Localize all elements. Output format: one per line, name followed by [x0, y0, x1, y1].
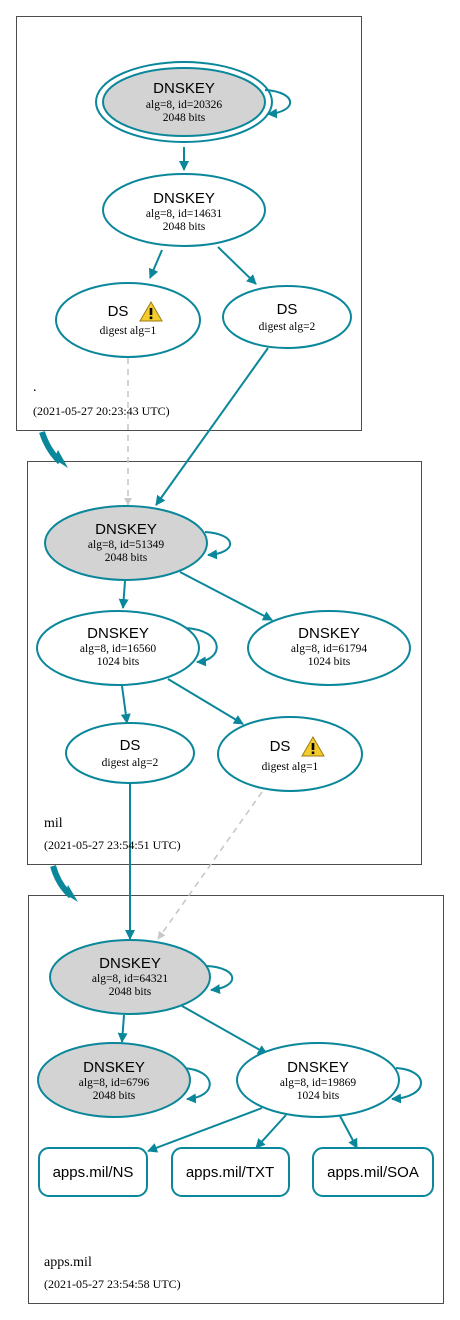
rrset-label: apps.mil/SOA [327, 1164, 419, 1181]
node-key-size: 1024 bits [308, 656, 351, 668]
node-digest: digest alg=1 [100, 325, 157, 337]
node-key-size: 2048 bits [105, 552, 148, 564]
dnskey-node-mil-zsk-16560[interactable]: DNSKEY alg=8, id=16560 1024 bits [36, 610, 200, 686]
rrset-node-txt[interactable]: apps.mil/TXT [171, 1147, 290, 1197]
zone-time-apps: (2021-05-27 23:54:58 UTC) [44, 1277, 181, 1291]
node-title: DNSKEY [87, 625, 149, 642]
dnskey-node-apps-ksk[interactable]: DNSKEY alg=8, id=64321 2048 bits [49, 939, 211, 1015]
dnskey-node-root-ksk[interactable]: DNSKEY alg=8, id=20326 2048 bits [95, 61, 273, 143]
delegation-arrowhead-mil-apps [65, 885, 78, 902]
node-key-info: alg=8, id=61794 [291, 643, 367, 655]
node-title: DNSKEY [287, 1059, 349, 1076]
edge-root-zsk-ds1 [148, 249, 163, 279]
node-title: DNSKEY [153, 190, 215, 207]
node-digest: digest alg=1 [262, 761, 319, 773]
edge-mil-ds1-apps-ksk [157, 791, 263, 940]
rrset-label: apps.mil/TXT [186, 1164, 274, 1181]
node-key-info: alg=8, id=19869 [280, 1077, 356, 1089]
ds-node-mil-alg2[interactable]: DS digest alg=2 [65, 722, 195, 784]
dnskey-node-root-zsk[interactable]: DNSKEY alg=8, id=14631 2048 bits [102, 173, 266, 247]
edge-mil-ksk-zsk1 [118, 580, 129, 609]
self-loop-mil-ksk [204, 531, 232, 560]
ds-node-mil-alg1[interactable]: DS digest alg=1 [217, 716, 363, 792]
zone-name-apps: apps.mil [44, 1255, 92, 1270]
edge-mil-zsk1-ds2 [120, 685, 131, 724]
node-key-info: alg=8, id=6796 [79, 1077, 150, 1089]
node-title: DNSKEY [298, 625, 360, 642]
rrset-node-soa[interactable]: apps.mil/SOA [312, 1147, 434, 1197]
node-digest: digest alg=2 [102, 757, 159, 769]
node-title: DS [108, 303, 129, 320]
zone-time-root: (2021-05-27 20:23:43 UTC) [33, 404, 170, 418]
edge-root-zsk-ds2 [217, 246, 257, 285]
dnskey-node-mil-ksk[interactable]: DNSKEY alg=8, id=51349 2048 bits [44, 505, 208, 581]
node-title: DS [120, 737, 141, 754]
dnskey-node-mil-zsk-61794[interactable]: DNSKEY alg=8, id=61794 1024 bits [247, 610, 411, 686]
self-loop-apps-ksk2 [182, 1067, 211, 1104]
zone-time-mil: (2021-05-27 23:54:51 UTC) [44, 838, 181, 852]
node-title: DNSKEY [153, 80, 215, 97]
node-digest: digest alg=2 [259, 321, 316, 333]
node-key-size: 2048 bits [93, 1090, 136, 1102]
edge-apps-ksk-zsk [181, 1005, 268, 1055]
node-key-size: 1024 bits [297, 1090, 340, 1102]
zone-root [16, 16, 362, 431]
node-title: DS [277, 301, 298, 318]
zone-mil [27, 461, 422, 865]
zone-apps-mil [28, 895, 444, 1304]
edge-mil-zsk1-ds1 [167, 678, 244, 725]
node-key-info: alg=8, id=64321 [92, 973, 168, 985]
dnskey-node-apps-zsk[interactable]: DNSKEY alg=8, id=19869 1024 bits [236, 1042, 400, 1118]
node-key-info: alg=8, id=20326 [146, 99, 222, 111]
node-title: DNSKEY [83, 1059, 145, 1076]
node-key-size: 2048 bits [109, 986, 152, 998]
node-key-size: 2048 bits [163, 221, 206, 233]
self-loop-mil-zsk1 [184, 627, 218, 667]
node-key-info: alg=8, id=14631 [146, 208, 222, 220]
edge-apps-zsk-ns [147, 1107, 263, 1153]
delegation-arrowhead-root-mil [54, 450, 68, 468]
node-title: DNSKEY [95, 521, 157, 538]
rrset-node-ns[interactable]: apps.mil/NS [38, 1147, 148, 1197]
node-title: DS [270, 738, 291, 755]
ds-node-root-alg2[interactable]: DS digest alg=2 [222, 285, 352, 349]
rrset-label: apps.mil/NS [53, 1164, 134, 1181]
self-loop-apps-zsk [391, 1067, 422, 1104]
edge-apps-zsk-txt [255, 1114, 287, 1149]
edge-apps-ksk-ksk2 [117, 1014, 128, 1043]
ds-node-root-alg1[interactable]: DS digest alg=1 [55, 282, 201, 358]
self-loop-apps-ksk [206, 965, 234, 995]
self-loop-root-ksk [264, 89, 292, 119]
node-title: DNSKEY [99, 955, 161, 972]
node-key-size: 2048 bits [163, 112, 206, 124]
edge-apps-zsk-soa [339, 1115, 358, 1149]
node-key-info: alg=8, id=16560 [80, 643, 156, 655]
edge-root-ds2-mil-ksk [155, 347, 269, 506]
dnskey-node-apps-6796[interactable]: DNSKEY alg=8, id=6796 2048 bits [37, 1042, 191, 1118]
zone-name-root: . [33, 380, 37, 395]
edge-mil-ksk-zsk2 [179, 571, 273, 621]
node-key-size: 1024 bits [97, 656, 140, 668]
node-key-info: alg=8, id=51349 [88, 539, 164, 551]
zone-name-mil: mil [44, 816, 63, 831]
